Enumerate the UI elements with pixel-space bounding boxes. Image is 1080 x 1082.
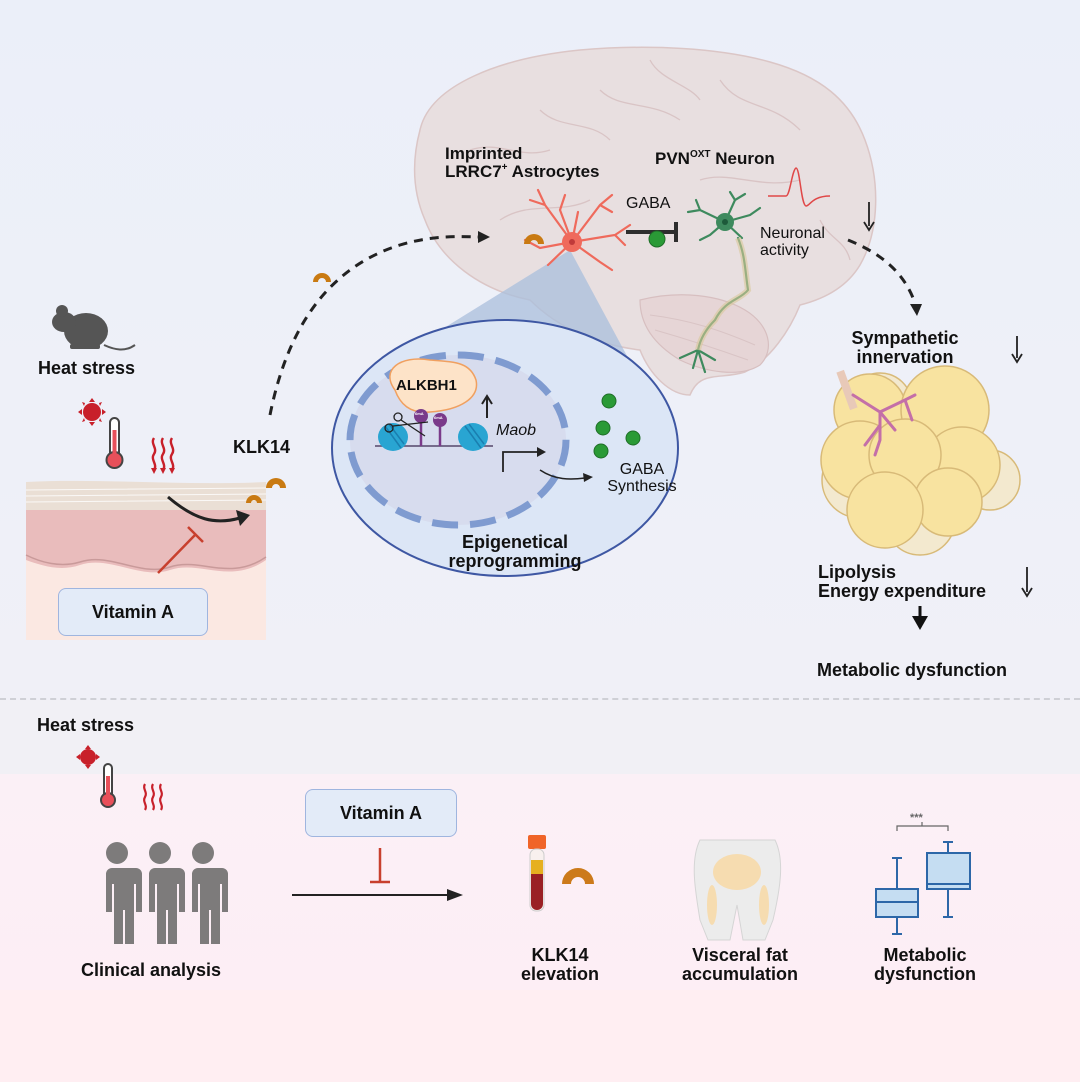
astrocyte-icon — [523, 188, 632, 272]
gaba-synthesis-label: GABA Synthesis — [607, 461, 677, 495]
gaba-molecule-icon — [595, 420, 611, 436]
secretion-arrow-icon — [167, 495, 241, 523]
mouse-heat-stress-label: Heat stress — [38, 358, 136, 378]
blood-tube-icon — [528, 835, 546, 912]
astrocyte-label: Imprinted LRRC7+ Astrocytes — [445, 144, 600, 181]
klk14-protein-icon — [246, 495, 262, 503]
outcome-metabolic-label: Metabolic dysfunction — [874, 945, 976, 984]
sun-icon — [78, 398, 106, 426]
people-group-icon — [98, 842, 228, 944]
mouse-icon — [52, 305, 136, 351]
klk14-protein-icon — [524, 234, 544, 244]
inhibition-icon — [157, 526, 204, 574]
methylation-mark-icon — [433, 413, 447, 427]
action-potential-icon — [768, 167, 831, 207]
mark-label: 6mA — [434, 415, 443, 420]
boxplot-icon — [875, 822, 971, 935]
dashed-arrow-icon — [268, 235, 479, 416]
dashed-arrow-icon — [847, 238, 917, 304]
thermometer-icon — [100, 763, 116, 808]
gaba-molecule-icon — [601, 393, 617, 409]
sun-icon — [76, 745, 100, 769]
significance-label: *** — [910, 812, 923, 824]
nucleus-illustration — [331, 319, 679, 577]
arrow-icon — [539, 469, 586, 480]
heat-waves-icon — [143, 783, 163, 811]
bottom-panel-header-background — [0, 700, 1080, 776]
neuronal-activity-label: Neuronal activity — [760, 225, 825, 259]
thermometer-icon — [105, 417, 124, 469]
neuron-label: PVNOXT Neuron — [655, 149, 775, 168]
inhibition-arrow-icon — [626, 222, 678, 242]
klk14-protein-icon — [562, 868, 594, 884]
gaba-label: GABA — [626, 195, 671, 212]
sympathetic-innervation-label: Sympathetic innervation — [851, 328, 959, 367]
scissors-icon — [384, 412, 429, 437]
gaba-molecule-icon — [593, 443, 609, 459]
panel-divider — [0, 698, 1080, 700]
down-arrow-icon — [1021, 567, 1033, 598]
epigenetic-caption: Epigenetical reprogramming — [448, 532, 582, 571]
alkbh1-label: ALKBH1 — [396, 377, 457, 394]
clinical-analysis-label: Clinical analysis — [81, 960, 222, 980]
maob-gene-label: Maob — [496, 422, 537, 439]
nerve-bundle — [836, 369, 858, 411]
methylation-mark-icon — [414, 409, 428, 423]
klk14-protein-icon — [313, 273, 331, 282]
nucleosome-icon — [458, 423, 488, 451]
sympathetic-nerve-icon — [851, 393, 917, 457]
gaba-molecule-icon — [648, 230, 666, 248]
transcription-start-icon — [502, 451, 540, 472]
outcome-klk14-label: KLK14 elevation — [520, 945, 600, 984]
lipolysis-label: Lipolysis Energy expenditure — [818, 562, 987, 601]
down-arrow-icon — [863, 202, 875, 232]
footer-background — [0, 990, 1080, 1082]
adipose-illustration — [820, 336, 1033, 630]
mark-label: 6mA — [415, 411, 424, 416]
metabolic-dysfunction-outcome: Metabolic dysfunction — [817, 660, 1008, 680]
klk14-label: KLK14 — [233, 437, 291, 457]
heat-waves-icon — [151, 437, 175, 471]
gaba-molecule-icon — [625, 430, 641, 446]
up-arrow-icon — [481, 394, 493, 418]
down-arrow-icon — [1011, 336, 1023, 364]
klk14-protein-icon — [266, 478, 286, 488]
outcome-visceral-fat-label: Visceral fat accumulation — [681, 945, 799, 984]
vitamin-a-box: Vitamin A — [58, 588, 208, 636]
inhibition-icon — [370, 848, 390, 884]
vitamin-a-box: Vitamin A — [305, 789, 457, 837]
body-fat-icon — [693, 839, 782, 941]
adipocyte-cluster-icon — [820, 365, 1021, 556]
clinical-heat-stress-label: Heat stress — [37, 715, 135, 735]
